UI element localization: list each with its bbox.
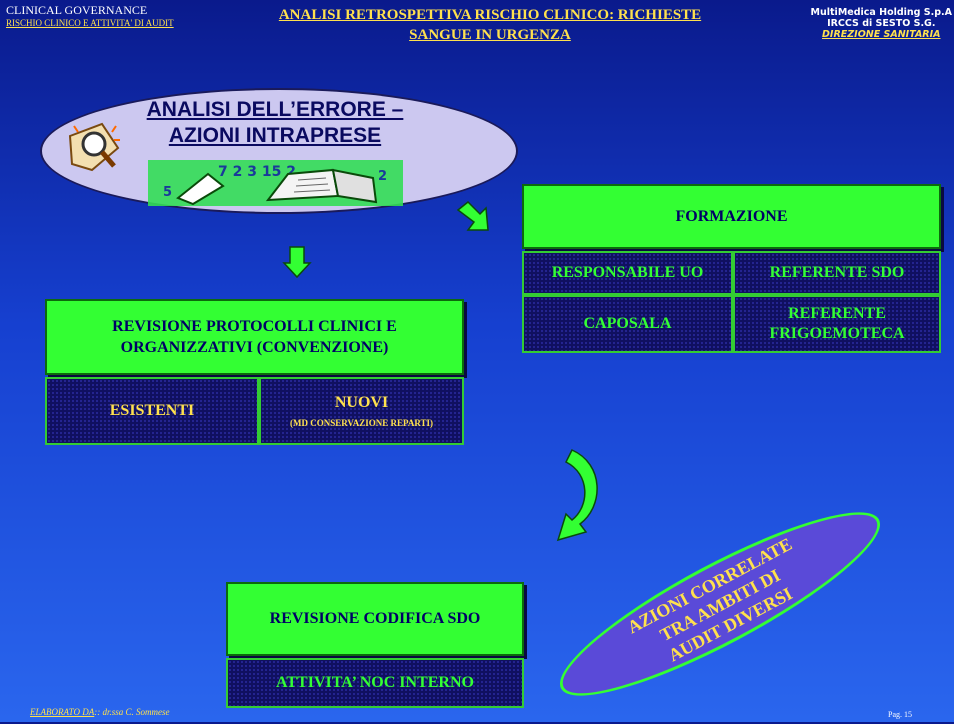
- analysis-title: ANALISI DELL’ERRORE – AZIONI INTRAPRESE: [130, 97, 420, 149]
- nuovi-cell: NUOVI (MD CONSERVAZIONE REPARTI): [259, 377, 464, 445]
- header-left: CLINICAL GOVERNANCE RISCHIO CLINICO E AT…: [6, 4, 174, 30]
- organization-block: MultiMedica Holding S.p.A IRCCS di SESTO…: [811, 7, 952, 40]
- page-title-line2: SANGUE IN URGENZA: [409, 27, 571, 43]
- svg-text:5: 5: [163, 185, 172, 200]
- azioni-line2: TRA AMBITI DI: [656, 564, 784, 646]
- org-department: DIREZIONE SANITARIA: [822, 29, 941, 40]
- org-name: MultiMedica Holding S.p.A: [810, 7, 952, 18]
- arrow-diagonal-icon: [456, 200, 489, 231]
- footer-author: ELABORATO DA:: dr.ssa C. Sommese: [30, 707, 170, 717]
- revisione-protocolli-title: REVISIONE PROTOCOLLI CLINICI E ORGANIZZA…: [45, 299, 464, 375]
- referente-sdo-cell: REFERENTE SDO: [733, 251, 941, 295]
- arrow-down-icon: [282, 246, 312, 279]
- curved-arrow-icon: [556, 449, 598, 542]
- clinical-governance-label: CLINICAL GOVERNANCE: [6, 3, 148, 17]
- responsabile-uo-cell: RESPONSABILE UO: [522, 251, 733, 295]
- caposala-cell: CAPOSALA: [522, 295, 733, 353]
- azioni-correlate-badge: AZIONI CORRELATE TRA AMBITI DI AUDIT DIV…: [540, 484, 900, 724]
- referente-frigoemoteca-cell: REFERENTE FRIGOEMOTECA: [733, 295, 941, 353]
- author-label: ELABORATO DA: [30, 707, 95, 717]
- org-location: IRCCS di SESTO S.G.: [827, 18, 936, 29]
- attivita-noc-interno: ATTIVITA’ NOC INTERNO: [226, 658, 524, 708]
- analysis-title-line2: AZIONI INTRAPRESE: [168, 124, 382, 147]
- magnifier-icon: [68, 122, 120, 172]
- page-title: ANALISI RETROSPETTIVA RISCHIO CLINICO: R…: [190, 5, 790, 45]
- formazione-title: FORMAZIONE: [522, 184, 941, 249]
- svg-text:7 2 3 15 2: 7 2 3 15 2: [218, 164, 296, 180]
- author-name: :: dr.ssa C. Sommese: [94, 707, 170, 717]
- esistenti-cell: ESISTENTI: [45, 377, 259, 445]
- book-icon: 7 2 3 15 2 5 2: [148, 160, 403, 206]
- azioni-correlate-text: AZIONI CORRELATE TRA AMBITI DI AUDIT DIV…: [572, 505, 868, 704]
- page-number: Pag. 15: [888, 710, 912, 719]
- svg-text:2: 2: [378, 169, 387, 184]
- nuovi-label: NUOVI: [334, 394, 389, 411]
- revisione-codifica-sdo: REVISIONE CODIFICA SDO: [226, 582, 524, 656]
- nuovi-sublabel: (MD CONSERVAZIONE REPARTI): [289, 418, 434, 428]
- header-subtitle: RISCHIO CLINICO E ATTIVITA' DI AUDIT: [6, 18, 174, 28]
- page-title-line1: ANALISI RETROSPETTIVA RISCHIO CLINICO: R…: [278, 7, 702, 23]
- analysis-title-line1: ANALISI DELL’ERRORE –: [146, 98, 404, 121]
